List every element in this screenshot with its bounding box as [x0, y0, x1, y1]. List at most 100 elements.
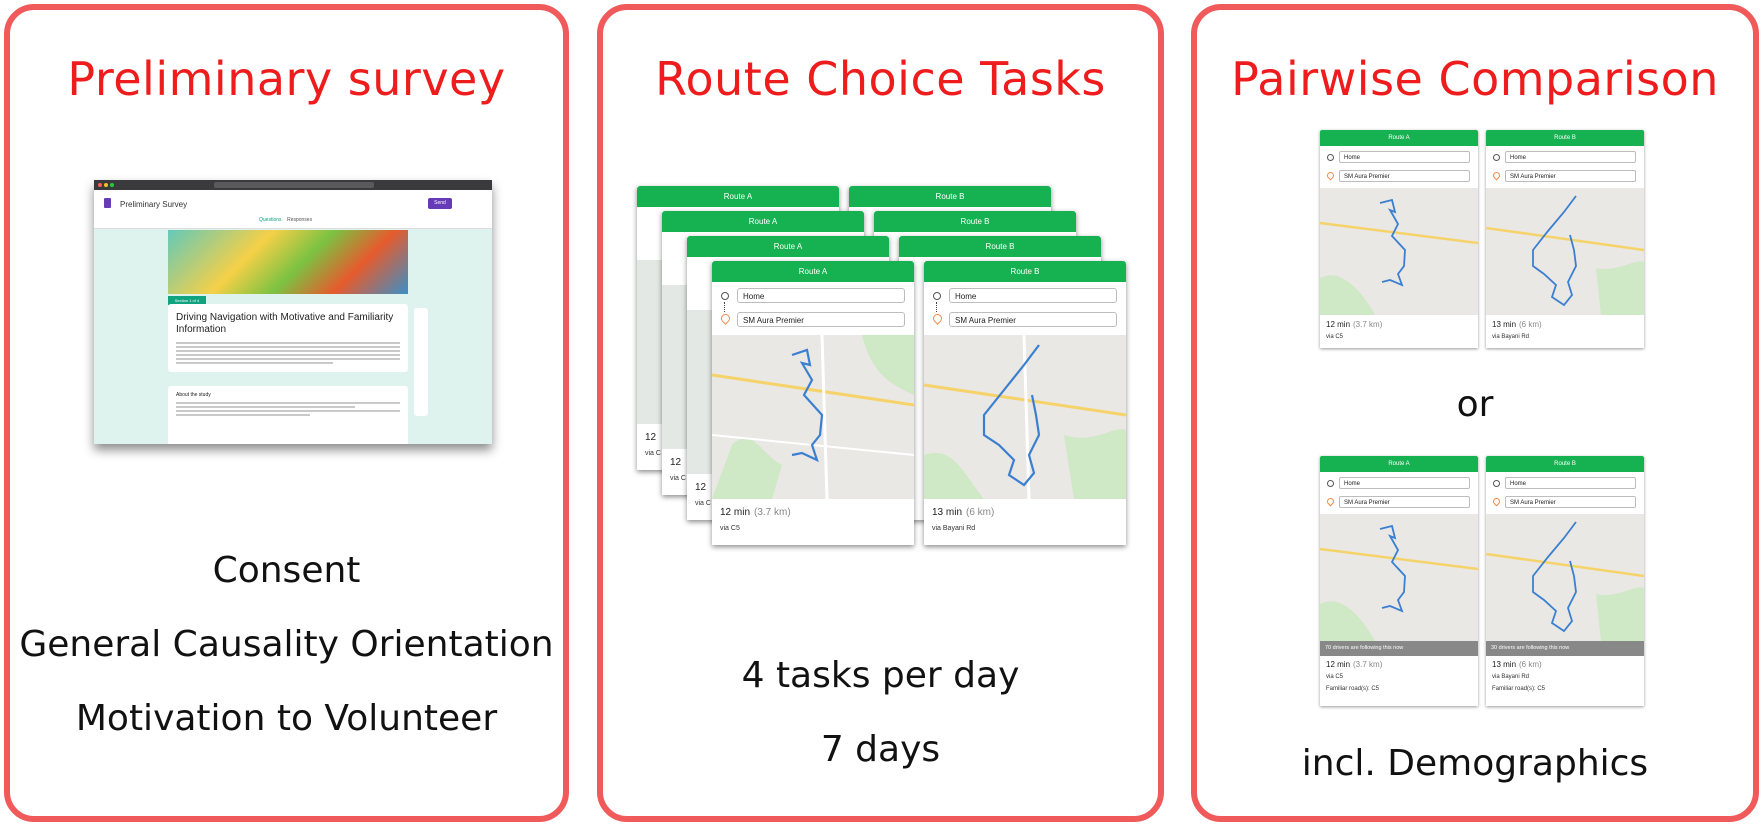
- time-value: 12 min: [720, 507, 751, 518]
- route-b-map: [924, 335, 1126, 499]
- origin-icon: [1327, 154, 1334, 161]
- route-a-header: Route A: [1320, 456, 1478, 472]
- route-a-header: Route A: [662, 211, 864, 232]
- route-b-time: 13 min(6 km): [932, 507, 994, 518]
- route-b-time: 13 min(6 km): [1492, 660, 1542, 669]
- distance-value: (3.7 km): [754, 507, 791, 518]
- tab-questions: Questions: [259, 217, 282, 223]
- time-value: 13 min: [1492, 660, 1517, 669]
- forms-icon: [104, 198, 111, 208]
- route-b-map: [1486, 188, 1644, 315]
- section-label: Section 1 of 4: [168, 296, 206, 305]
- route-time: 12: [645, 432, 657, 443]
- panel-title: Preliminary survey: [67, 52, 506, 106]
- route-a-via: via C5: [1326, 674, 1344, 680]
- origin-field: Home: [1339, 151, 1470, 163]
- route-a-header: Route A: [1320, 130, 1478, 146]
- route-time: 12: [695, 482, 707, 493]
- origin-icon: [933, 292, 941, 300]
- intro-text-lines: [168, 342, 408, 372]
- form-side-toolbar: [414, 308, 428, 416]
- destination-pin-icon: [1491, 170, 1502, 181]
- route-a-card: Route A Home SM Aura Premier 12 min(3.7 …: [712, 261, 914, 545]
- origin-field: Home: [1505, 477, 1636, 489]
- route-b-via: via Bayani Rd: [1492, 674, 1530, 680]
- destination-pin-icon: [719, 312, 732, 325]
- route-b-via: via Bayani Rd: [1492, 334, 1530, 340]
- destination-field: SM Aura Premier: [1339, 496, 1470, 508]
- origin-icon: [721, 292, 729, 300]
- destination-field: SM Aura Premier: [1505, 170, 1636, 182]
- followers-banner: 70 drivers are following this now: [1320, 641, 1478, 656]
- panel-title: Route Choice Tasks: [655, 52, 1106, 106]
- route-a-time: 12 min(3.7 km): [1326, 320, 1382, 329]
- route-b-header: Route B: [874, 211, 1076, 232]
- about-heading: About the study: [176, 392, 211, 398]
- familiar-roads: Familiar road(s): C5: [1492, 686, 1546, 692]
- browser-toolbar: [94, 180, 492, 190]
- form-intro-card: Driving Navigation with Motivative and F…: [168, 304, 408, 372]
- time-value: 13 min: [932, 507, 963, 518]
- destination-field: SM Aura Premier: [1339, 170, 1470, 182]
- distance-value: (3.7 km): [1353, 320, 1383, 329]
- route-dots-icon: [936, 302, 938, 312]
- origin-icon: [1493, 154, 1500, 161]
- caption-gco: General Causality Orientation: [19, 624, 554, 665]
- route-via: via C: [695, 500, 711, 507]
- form-header: Preliminary Survey Send Questions Respon…: [94, 190, 492, 229]
- route-a-map: [712, 335, 914, 499]
- route-dots-icon: [724, 302, 726, 312]
- time-value: 12 min: [1326, 320, 1351, 329]
- route-b-via: via Bayani Rd: [932, 525, 976, 532]
- route-a-map: [1320, 514, 1478, 641]
- destination-field: SM Aura Premier: [1505, 496, 1636, 508]
- pair2-route-a-card: Route A Home SM Aura Premier 70 drivers …: [1320, 456, 1478, 706]
- route-b-map: [1486, 514, 1644, 641]
- panel-pairwise-comparison: Pairwise Comparison Route A Home SM Aura…: [1191, 4, 1759, 822]
- maximize-dot: [110, 183, 114, 187]
- destination-pin-icon: [1325, 170, 1336, 181]
- origin-icon: [1327, 480, 1334, 487]
- caption-days: 7 days: [820, 729, 941, 770]
- origin-field: Home: [949, 288, 1117, 303]
- form-name: Preliminary Survey: [120, 200, 188, 209]
- form-tabs: Questions Responses: [259, 217, 312, 223]
- origin-field: Home: [737, 288, 905, 303]
- origin-icon: [1493, 480, 1500, 487]
- pair2-route-b-card: Route B Home SM Aura Premier 30 drivers …: [1486, 456, 1644, 706]
- caption-tasks-per-day: 4 tasks per day: [741, 655, 1020, 696]
- destination-pin-icon: [1491, 496, 1502, 507]
- route-via: via C: [670, 475, 686, 482]
- route-a-map: [1320, 188, 1478, 315]
- panel-preliminary-survey: Preliminary survey Preliminary Survey Se…: [4, 4, 569, 822]
- close-dot: [98, 183, 102, 187]
- route-time: 12: [670, 457, 682, 468]
- panel-route-choice: Route Choice Tasks Route A 12 via C Route …: [597, 4, 1164, 822]
- origin-field: Home: [1339, 477, 1470, 489]
- time-value: 12 min: [1326, 660, 1351, 669]
- route-b-card: Route B Home SM Aura Premier 13 min(6 km…: [924, 261, 1126, 545]
- distance-value: (3.7 km): [1353, 660, 1383, 669]
- tab-responses: Responses: [287, 217, 313, 223]
- panel-title: Pairwise Comparison: [1231, 52, 1719, 106]
- send-button: Send: [428, 198, 452, 209]
- route-a-time: 12 min(3.7 km): [1326, 660, 1382, 669]
- destination-pin-icon: [1325, 496, 1336, 507]
- followers-banner: 30 drivers are following this now: [1486, 641, 1644, 656]
- survey-title: Driving Navigation with Motivative and F…: [176, 312, 394, 335]
- route-b-time: 13 min(6 km): [1492, 320, 1542, 329]
- destination-pin-icon: [931, 312, 944, 325]
- route-b-header: Route B: [1486, 456, 1644, 472]
- destination-field: SM Aura Premier: [737, 312, 905, 327]
- about-text-lines: [168, 402, 408, 424]
- distance-value: (6 km): [966, 507, 995, 518]
- origin-field: Home: [1505, 151, 1636, 163]
- form-about-card: About the study: [168, 386, 408, 444]
- pair1-route-b-card: Route B Home SM Aura Premier 13 min(6 km…: [1486, 130, 1644, 348]
- route-a-via: via C5: [1326, 334, 1344, 340]
- destination-field: SM Aura Premier: [949, 312, 1117, 327]
- route-via: via C: [645, 450, 661, 457]
- caption-motivation: Motivation to Volunteer: [75, 698, 498, 739]
- route-b-header: Route B: [899, 236, 1101, 257]
- caption-consent: Consent: [212, 550, 361, 591]
